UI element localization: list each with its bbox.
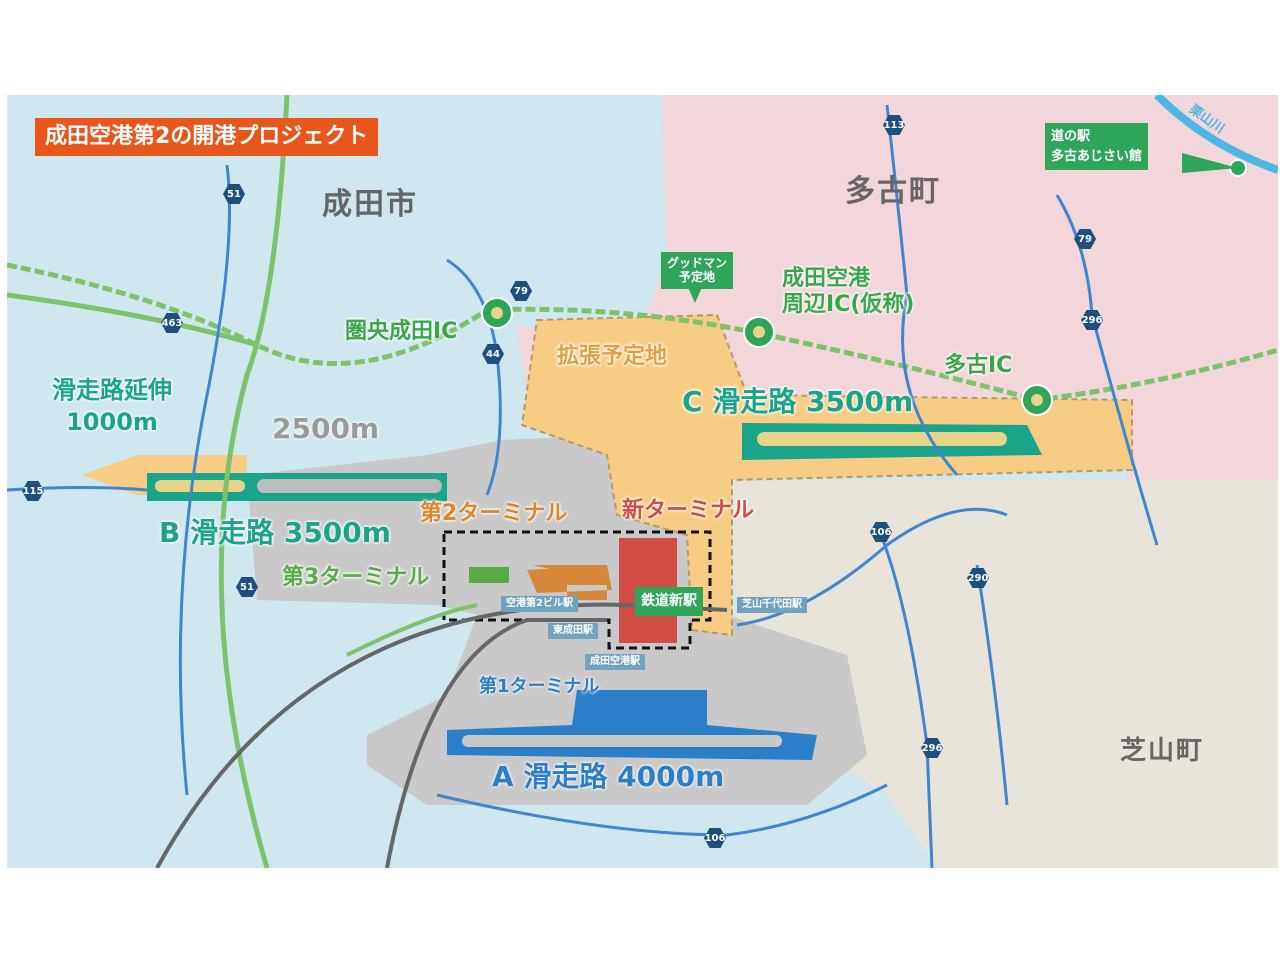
- route-113-badge: 113: [883, 115, 905, 135]
- route-463-badge: 463: [161, 313, 183, 333]
- expansion-area-label: 拡張予定地: [557, 344, 668, 369]
- tako-region: [517, 95, 1278, 480]
- narita-airport-station: 成田空港駅: [585, 654, 645, 670]
- terminal-3-label: 第3ターミナル: [282, 565, 430, 590]
- b-runway-current-length: 2500m: [272, 412, 380, 445]
- narita-city-label: 成田市: [322, 187, 418, 222]
- route-51-badge: 51: [236, 577, 258, 597]
- b-runway-label: B 滑走路 3500m: [159, 516, 391, 549]
- terminal-2: [527, 565, 612, 600]
- runway-extension-line1: 滑走路延伸: [52, 376, 172, 404]
- terminal-1-label: 第1ターミナル: [479, 676, 600, 697]
- route-106-badge: 106: [704, 828, 726, 848]
- runway-extension-label: 滑走路延伸 1000m: [52, 378, 172, 434]
- shibayama-town-label: 芝山町: [1120, 736, 1205, 766]
- map-graphic: [7, 95, 1278, 868]
- airport-map: 成田空港第2の開港プロジェクト 成田市 多古町 芝山町 道の駅 多古あじさい館 …: [7, 95, 1278, 868]
- map-title: 成田空港第2の開港プロジェクト: [35, 118, 379, 156]
- route-51-badge: 51: [223, 184, 245, 204]
- tako-town-label: 多古町: [845, 174, 941, 209]
- route-115-badge: 115: [22, 481, 44, 501]
- kuriyama-river: [1154, 95, 1278, 174]
- route-290-badge: 290: [967, 568, 989, 588]
- shibayama-chiyoda-station: 芝山千代田駅: [737, 597, 807, 613]
- shibayama-region: [732, 480, 1278, 868]
- airport-ic-label: 成田空港 周辺IC(仮称): [782, 268, 914, 316]
- route-296-badge: 296: [921, 738, 943, 758]
- airport-ic-line2: 周辺IC(仮称): [782, 292, 915, 317]
- ken-o-expressway: [7, 262, 1278, 403]
- tako-ic-label: 多古IC: [944, 353, 1013, 378]
- new-station-label: 鉄道新駅: [635, 587, 703, 616]
- terminal-2-label: 第2ターミナル: [420, 501, 568, 526]
- goodman-line2: 予定地: [679, 270, 716, 285]
- route-79-badge: 79: [510, 281, 532, 301]
- expansion-area: [520, 313, 1133, 637]
- higashi-kanto-expressway: [218, 95, 290, 868]
- route-106-badge: 106: [870, 522, 892, 542]
- runway-extension-line2: 1000m: [66, 408, 158, 436]
- michinoeki-label: 道の駅 多古あじさい館: [1045, 123, 1149, 170]
- goodman-label: グッドマン 予定地: [661, 252, 734, 289]
- higashi-narita-station: 東成田駅: [548, 623, 598, 639]
- airport-ic-line1: 成田空港: [782, 266, 871, 291]
- michinoeki-line2: 多古あじさい館: [1051, 148, 1143, 164]
- goodman-line1: グッドマン: [667, 256, 728, 270]
- t2-building-station: 空港第2ビル駅: [501, 596, 578, 612]
- route-79-badge: 79: [1074, 229, 1096, 249]
- terminal-3: [469, 567, 509, 583]
- route-44-badge: 44: [482, 344, 504, 364]
- new-terminal-label: 新ターミナル: [622, 498, 755, 523]
- c-runway-label: C 滑走路 3500m: [682, 385, 914, 418]
- route-296-badge: 296: [1081, 310, 1103, 330]
- a-runway-label: A 滑走路 4000m: [492, 760, 725, 793]
- ken-o-narita-ic-label: 圏央成田IC: [345, 319, 458, 344]
- michinoeki-line1: 道の駅: [1051, 129, 1091, 144]
